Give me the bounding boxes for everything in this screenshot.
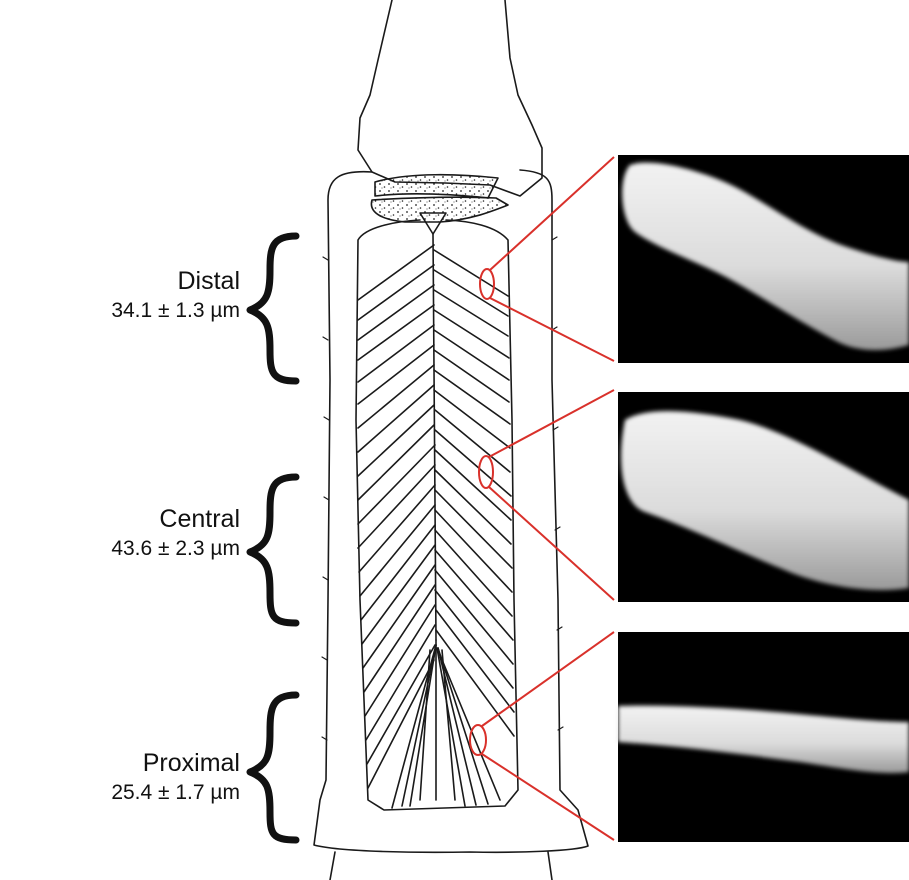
upper-segment-outline [358,0,542,196]
proximal-diameter: 25.4 ± 1.7 µm [0,778,240,808]
joint-band-upper [375,175,498,198]
proximal-callout-lines [482,632,614,840]
distal-brace [250,236,296,381]
callouts [470,157,614,840]
proximal-label: Proximal 25.4 ± 1.7 µm [0,748,240,808]
micrograph-proximal [618,632,909,842]
central-region-name: Central [0,504,240,534]
leg-segment-drawing [314,0,588,880]
proximal-region-name: Proximal [0,748,240,778]
central-label: Central 43.6 ± 2.3 µm [0,504,240,564]
central-diameter: 43.6 ± 2.3 µm [0,534,240,564]
proximal-sample-marker [470,725,486,755]
muscle-region-outline [356,220,518,810]
central-apodeme [433,234,436,640]
micrograph-distal [618,155,909,363]
distal-label: Distal 34.1 ± 1.3 µm [0,266,240,326]
proximal-brace [250,695,296,840]
joint-band-lower [371,197,508,222]
distal-sample-marker [480,269,494,299]
right-pennate-fibers [434,250,514,736]
distal-diameter: 34.1 ± 1.3 µm [0,296,240,326]
central-brace [250,477,296,623]
region-braces [250,236,296,840]
distal-region-name: Distal [0,266,240,296]
lower-segment-stub [330,852,552,880]
micrograph-central [618,392,909,602]
central-sample-marker [479,456,493,488]
